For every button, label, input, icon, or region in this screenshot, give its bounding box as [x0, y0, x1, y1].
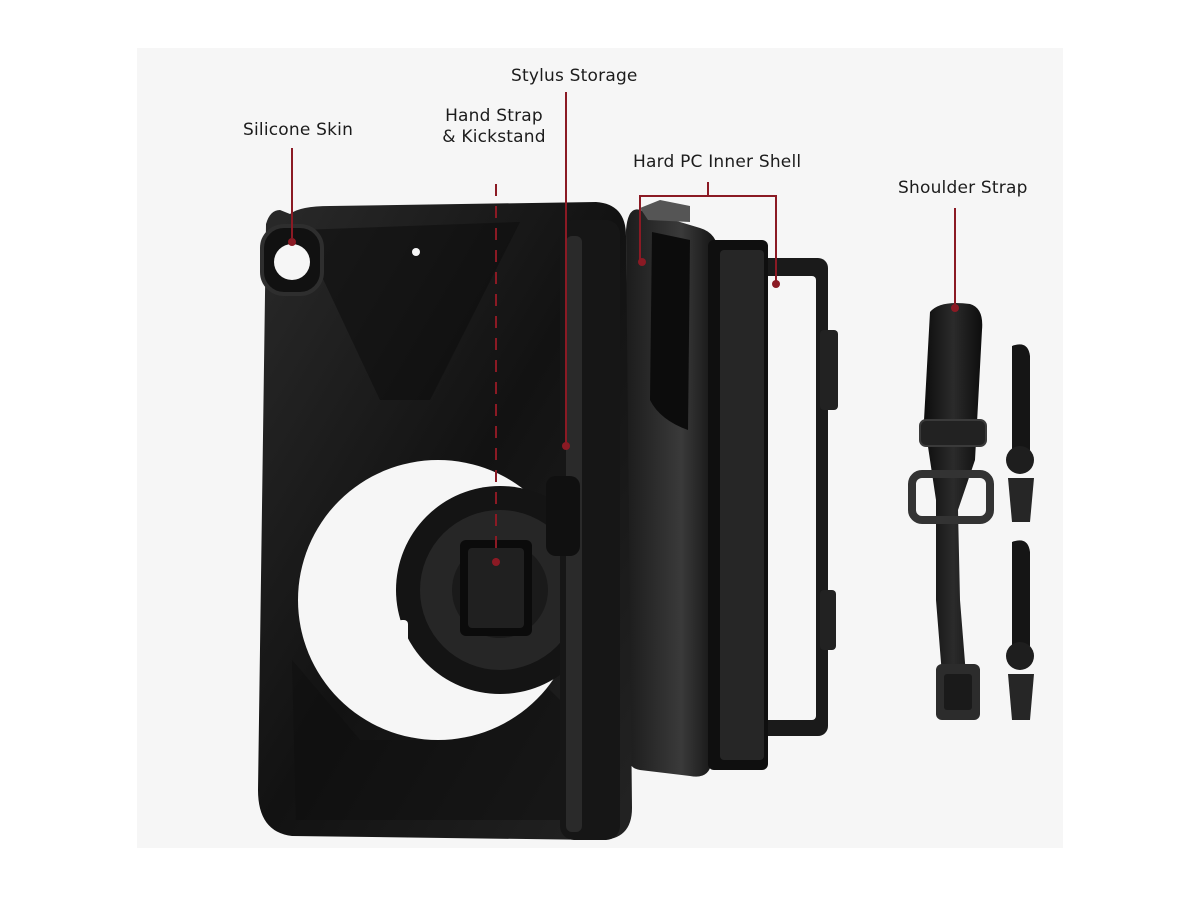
- label-stylus-storage: Stylus Storage: [511, 66, 638, 86]
- hard-pc-inner-shell: [626, 200, 768, 777]
- callout-dot-shoulder-strap: [951, 304, 959, 312]
- callout-lines: [291, 92, 956, 560]
- callout-dot-hard-pc-shell-left: [638, 258, 646, 266]
- label-hand-strap-line2: & Kickstand: [442, 127, 546, 147]
- callout-dot-hand-strap: [492, 558, 500, 566]
- callout-dot-stylus-storage: [562, 442, 570, 450]
- strap-clip-upper: [1006, 344, 1034, 522]
- shoulder-strap: [908, 303, 994, 720]
- silicone-skin-case: [258, 202, 632, 840]
- callout-dot-silicone-skin: [288, 238, 296, 246]
- label-shoulder-strap: Shoulder Strap: [898, 178, 1028, 198]
- label-hard-pc-inner-shell: Hard PC Inner Shell: [633, 152, 802, 172]
- strap-clip-lower: [1006, 540, 1034, 720]
- label-hand-strap-kickstand: Hand Strap & Kickstand: [438, 106, 550, 148]
- label-hand-strap-line1: Hand Strap: [445, 106, 543, 126]
- callout-dot-hard-pc-shell-right: [772, 280, 780, 288]
- label-silicone-skin: Silicone Skin: [243, 120, 354, 140]
- callout-dots: [288, 238, 959, 566]
